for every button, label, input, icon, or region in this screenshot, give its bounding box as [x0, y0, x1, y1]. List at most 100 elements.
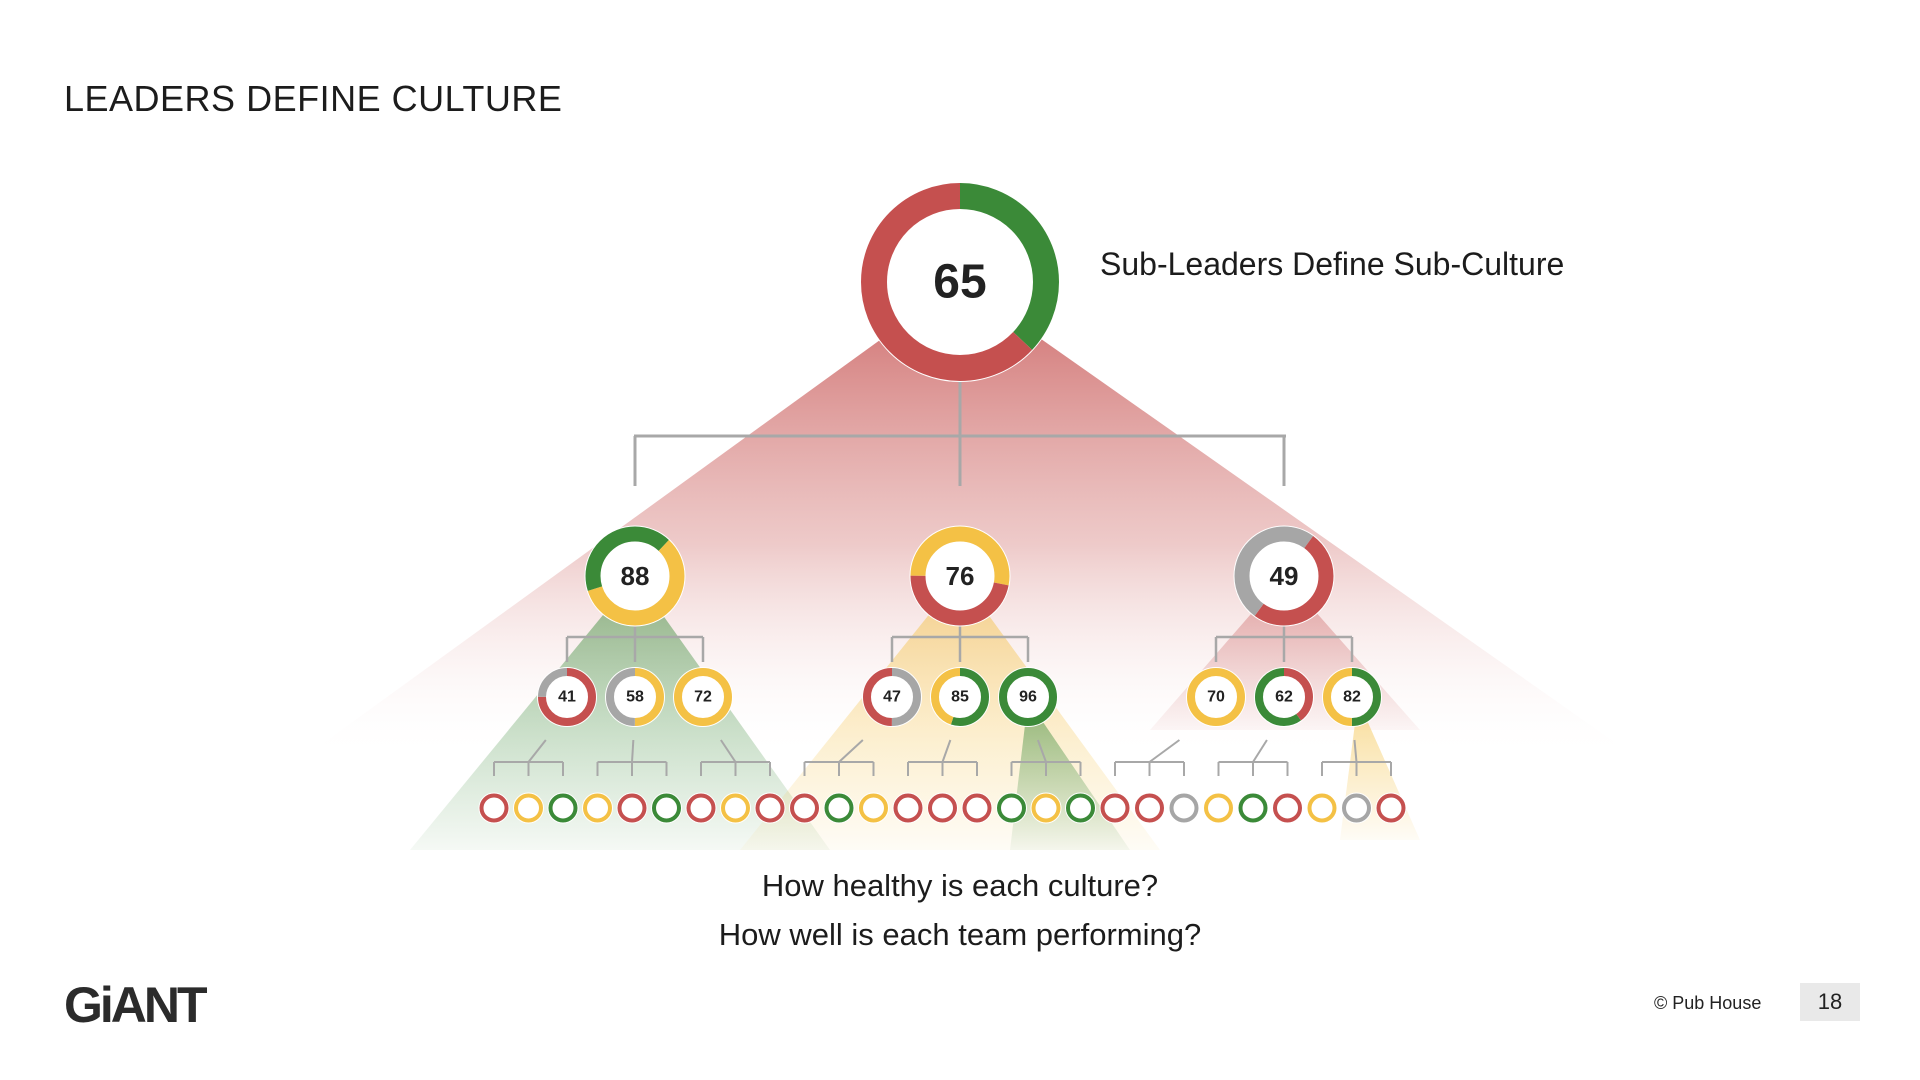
team-node-96: 96 [998, 667, 1058, 727]
team-connector-stem-2 [720, 739, 737, 763]
member-node-11-segment-yellow [859, 793, 888, 823]
team-node-58-score: 58 [626, 689, 644, 706]
team-node-82-score: 82 [1343, 689, 1361, 706]
member-node-16 [1030, 792, 1062, 824]
member-node-15 [996, 792, 1027, 824]
subleader-node-88-segment-yellow [585, 526, 685, 626]
team-node-62-segment-green [1255, 668, 1313, 726]
team-node-72-segment-yellow [674, 668, 732, 726]
question-culture-health: How healthy is each culture? [761, 868, 1159, 903]
subleader-node-88-score: 88 [621, 561, 650, 591]
member-node-9-segment-red [790, 793, 819, 823]
team-node-96-segment-green [999, 668, 1057, 726]
member-node-25 [1341, 792, 1372, 824]
team-node-85-segment-yellow [931, 668, 989, 726]
subleader-node-76: 76 [909, 525, 1011, 627]
member-node-18-segment-red [1100, 793, 1130, 823]
team-node-70: 70 [1186, 667, 1246, 727]
root-score-node-bg [860, 182, 1060, 382]
team-node-85-score: 85 [951, 689, 969, 706]
member-node-13 [927, 792, 958, 824]
team-node-96-score: 96 [1019, 689, 1037, 706]
member-node-2 [547, 792, 579, 824]
member-node-18 [1099, 792, 1131, 824]
member-node-11 [858, 792, 889, 824]
member-node-24 [1306, 792, 1338, 824]
team-connector-stem-4 [941, 739, 952, 763]
team-node-41-score: 41 [558, 689, 576, 706]
member-node-20-segment-gray [1169, 793, 1199, 823]
connector-lines [493, 372, 1392, 776]
team-node-72: 72 [673, 667, 733, 727]
member-node-9 [789, 792, 820, 824]
member-node-16-segment-yellow [1031, 793, 1061, 823]
member-node-26 [1375, 792, 1407, 824]
member-node-19 [1134, 792, 1165, 824]
team-node-85: 85 [930, 667, 990, 727]
team-node-70-segment-yellow [1187, 668, 1245, 726]
team-node-62-score: 62 [1275, 689, 1293, 706]
member-node-13-segment-red [928, 793, 957, 823]
subleader-node-88: 88 [584, 525, 686, 627]
member-node-17 [1065, 792, 1096, 824]
team-node-70-score: 70 [1207, 689, 1225, 706]
subtitle: Sub-Leaders Define Sub-Culture [1100, 246, 1565, 282]
member-node-21-segment-yellow [1204, 793, 1233, 823]
subleader-node-76-segment-red [910, 526, 1010, 626]
subleader-node-49-segment-gray [1234, 526, 1334, 626]
member-node-12-segment-red [893, 793, 923, 823]
team-node-82: 82 [1322, 667, 1382, 727]
copyright-text: © Pub House [1654, 993, 1762, 1013]
member-node-10 [823, 792, 855, 824]
subleader-node-49: 49 [1233, 525, 1335, 627]
member-node-25-segment-gray [1342, 793, 1371, 823]
team-connector-stem-1 [631, 739, 635, 763]
member-node-19-segment-red [1135, 793, 1164, 823]
member-node-5 [651, 792, 682, 824]
member-node-6 [685, 792, 717, 824]
root-score-node: 65 [860, 182, 1060, 382]
member-node-0-segment-red [479, 793, 509, 823]
member-node-1 [513, 792, 544, 824]
member-node-1-segment-yellow [514, 793, 543, 823]
team-node-47: 47 [862, 667, 922, 727]
root-score-node-segment-red [861, 183, 1059, 381]
member-node-21 [1203, 792, 1234, 824]
subleader-node-76-score: 76 [946, 561, 975, 591]
page-number: 18 [1800, 983, 1860, 1021]
member-node-14 [961, 792, 993, 824]
member-node-22 [1237, 792, 1269, 824]
member-node-23 [1272, 792, 1303, 824]
member-node-8-segment-red [755, 793, 785, 823]
member-node-24-segment-yellow [1307, 793, 1337, 823]
team-connector-stem-3 [838, 739, 864, 763]
team-connector-stem-6 [1148, 739, 1181, 763]
team-connector-stem-8 [1353, 739, 1358, 763]
question-team-performance: How well is each team performing? [718, 917, 1202, 952]
member-node-14-segment-red [962, 793, 992, 823]
team-node-47-segment-red [863, 668, 921, 726]
subleader-node-76-segment-yellow [910, 526, 1010, 626]
member-node-4 [616, 792, 648, 824]
giant-logo: GiANT [64, 977, 208, 1033]
member-node-8 [754, 792, 786, 824]
member-node-23-segment-red [1273, 793, 1302, 823]
member-node-3 [582, 792, 613, 824]
member-node-10-segment-green [824, 793, 854, 823]
team-node-58: 58 [605, 667, 665, 727]
member-node-4-segment-red [617, 793, 647, 823]
team-node-62: 62 [1254, 667, 1314, 727]
score-nodes: 65 88 41 58 72 76 47 85 96 49 70 62 82 [478, 182, 1407, 824]
team-node-58-segment-gray [606, 668, 664, 726]
member-node-7 [720, 792, 751, 824]
member-node-22-segment-green [1238, 793, 1268, 823]
member-node-2-segment-green [548, 793, 578, 823]
member-node-3-segment-yellow [583, 793, 612, 823]
member-node-15-segment-green [997, 793, 1026, 823]
team-node-41-segment-gray [538, 668, 596, 726]
member-node-6-segment-red [686, 793, 716, 823]
member-node-7-segment-yellow [721, 793, 750, 823]
team-connector-stem-7 [1252, 739, 1268, 763]
member-node-26-segment-red [1376, 793, 1406, 823]
